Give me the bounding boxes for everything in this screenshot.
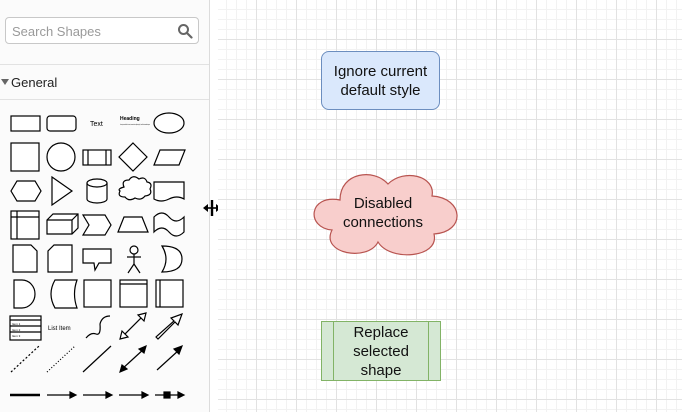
- node-disabled-connections[interactable]: [304, 170, 462, 260]
- shape-connector-with-three-labels[interactable]: [119, 391, 150, 399]
- list-shape-item-3: Item 3: [12, 334, 21, 338]
- heading-shape-title: Heading: [120, 116, 140, 122]
- shape-circle[interactable]: [46, 142, 76, 172]
- shape-directional-connector[interactable]: [156, 344, 184, 371]
- shape-arrow[interactable]: [155, 312, 184, 340]
- list-shape-item-2: Item 2: [12, 328, 21, 332]
- shape-hexagon[interactable]: [10, 180, 42, 202]
- shape-connector-with-label[interactable]: [47, 391, 78, 399]
- shapes-sidebar: General: [0, 0, 210, 412]
- shape-or[interactable]: [160, 245, 183, 273]
- search-input[interactable]: [12, 22, 172, 40]
- shape-dotted-line[interactable]: [46, 345, 76, 373]
- shape-swimlane[interactable]: [155, 279, 184, 308]
- shape-list[interactable]: [9, 315, 42, 341]
- triangle-down-icon[interactable]: [1, 79, 9, 85]
- search-box[interactable]: [5, 17, 199, 44]
- shape-process[interactable]: [82, 149, 112, 166]
- shape-document[interactable]: [153, 181, 185, 202]
- shape-palette: Text Heading Lorem ipsum dolor sit amet,…: [9, 112, 186, 399]
- shape-container[interactable]: [119, 279, 148, 308]
- shape-bidirectional-connector[interactable]: [119, 344, 147, 374]
- shape-connector-with-symbol[interactable]: [155, 391, 186, 399]
- shape-ellipse[interactable]: [153, 112, 185, 134]
- shape-line[interactable]: [82, 345, 112, 373]
- shape-connector-with-two-labels[interactable]: [83, 391, 114, 399]
- shape-cube[interactable]: [46, 213, 79, 235]
- shape-data-storage[interactable]: [50, 279, 78, 309]
- shape-curve[interactable]: [85, 315, 111, 339]
- shape-card[interactable]: [47, 244, 73, 273]
- shape-dashed-line[interactable]: [10, 345, 40, 373]
- shape-diamond[interactable]: [118, 142, 148, 172]
- heading-shape-body: Lorem ipsum dolor sit amet, consectetur …: [120, 123, 150, 126]
- list-shape-item-1: Item 1: [12, 322, 21, 326]
- shape-rounded-rectangle[interactable]: [46, 115, 77, 132]
- search-icon[interactable]: [177, 23, 193, 39]
- palette-group-general[interactable]: General: [0, 72, 209, 94]
- shape-callout[interactable]: [82, 248, 112, 272]
- sidebar-divider: [0, 64, 209, 65]
- text-shape-label[interactable]: Text: [90, 121, 103, 128]
- shape-bidirectional-arrow[interactable]: [119, 312, 147, 340]
- shape-tape[interactable]: [153, 212, 185, 237]
- shape-delay[interactable]: [13, 279, 36, 309]
- shape-square[interactable]: [10, 142, 40, 172]
- shape-square-2[interactable]: [83, 279, 112, 308]
- shape-cylinder[interactable]: [86, 178, 108, 204]
- shape-note[interactable]: [12, 244, 38, 273]
- shape-heading-textbox[interactable]: Heading Lorem ipsum dolor sit amet, cons…: [120, 116, 150, 126]
- shape-step[interactable]: [81, 214, 112, 236]
- shape-internal-storage[interactable]: [10, 210, 40, 240]
- shape-actor[interactable]: [127, 245, 141, 274]
- sidebar-divider: [0, 99, 209, 100]
- list-item-shape-label[interactable]: List Item: [48, 326, 71, 332]
- shape-trapezoid[interactable]: [117, 216, 149, 233]
- shape-parallelogram[interactable]: [153, 149, 186, 166]
- palette-group-title: General: [11, 75, 58, 90]
- shape-triangle[interactable]: [51, 175, 74, 207]
- shape-rectangle[interactable]: [10, 115, 41, 132]
- shape-cloud[interactable]: [118, 176, 152, 201]
